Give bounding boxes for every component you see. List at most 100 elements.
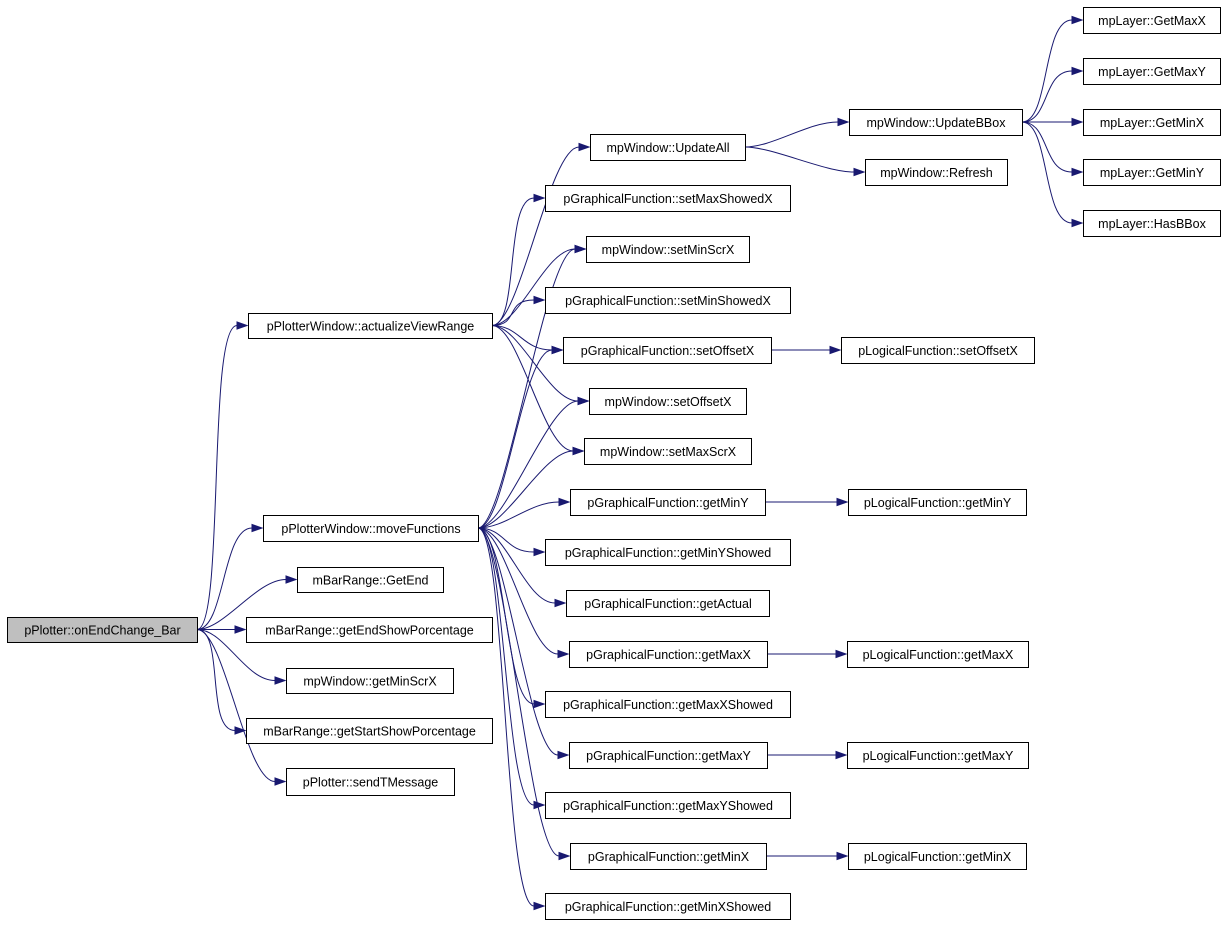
arrowhead-icon bbox=[551, 345, 564, 355]
node-box bbox=[570, 843, 767, 870]
node-label: pPlotter::onEndChange_Bar bbox=[24, 624, 180, 638]
edge-mp-window-update-bbox--mp-layer-get-max-y bbox=[1021, 66, 1084, 123]
node-p-graphical-function-get-max-x[interactable]: pGraphicalFunction::getMaxX bbox=[569, 641, 768, 668]
node-box bbox=[586, 236, 750, 263]
node-p-graphical-function-set-max-showed-x[interactable]: pGraphicalFunction::setMaxShowedX bbox=[545, 185, 791, 212]
node-p-graphical-function-get-actual[interactable]: pGraphicalFunction::getActual bbox=[566, 590, 770, 617]
node-mp-window-set-min-scr-x[interactable]: mpWindow::setMinScrX bbox=[586, 236, 750, 263]
node-p-logical-function-get-max-y[interactable]: pLogicalFunction::getMaxY bbox=[847, 742, 1029, 769]
node-box bbox=[7, 617, 198, 643]
node-p-graphical-function-get-min-y[interactable]: pGraphicalFunction::getMinY bbox=[570, 489, 766, 516]
node-mp-layer-get-min-y[interactable]: mpLayer::GetMinY bbox=[1083, 159, 1221, 186]
edge-p-plotter-window-actualize-view-range--p-graphical-function-set-min-showed-x bbox=[491, 295, 546, 326]
node-box bbox=[589, 388, 747, 415]
edge-line bbox=[1021, 121, 1073, 173]
arrowhead-icon bbox=[274, 676, 287, 685]
arrowhead-icon bbox=[557, 649, 570, 659]
edge-p-plotter-on-end-change-bar--m-bar-range-get-start-show-porcentage bbox=[196, 629, 247, 735]
node-label: pPlotter::sendTMessage bbox=[303, 776, 439, 790]
node-mp-layer-get-max-x[interactable]: mpLayer::GetMaxX bbox=[1083, 7, 1221, 34]
node-p-plotter-window-move-functions[interactable]: pPlotterWindow::moveFunctions bbox=[263, 515, 479, 542]
arrowhead-icon bbox=[234, 726, 247, 735]
node-m-bar-range-get-end[interactable]: mBarRange::GetEnd bbox=[297, 567, 444, 593]
arrowhead-icon bbox=[558, 497, 571, 507]
node-p-plotter-window-actualize-view-range[interactable]: pPlotterWindow::actualizeViewRange bbox=[248, 313, 493, 339]
edge-mp-window-update-bbox--mp-layer-get-min-x bbox=[1022, 117, 1084, 127]
node-mp-window-get-min-scr-x[interactable]: mpWindow::getMinScrX bbox=[286, 668, 454, 694]
node-p-logical-function-get-max-x[interactable]: pLogicalFunction::getMaxX bbox=[847, 641, 1029, 668]
edge-p-plotter-window-move-functions--mp-window-set-min-scr-x bbox=[477, 244, 587, 529]
arrowhead-icon bbox=[574, 244, 587, 254]
node-label: pLogicalFunction::getMinY bbox=[864, 496, 1012, 510]
node-p-graphical-function-set-offset-x[interactable]: pGraphicalFunction::setOffsetX bbox=[563, 337, 772, 364]
node-p-logical-function-get-min-x[interactable]: pLogicalFunction::getMinX bbox=[848, 843, 1027, 870]
node-box bbox=[847, 641, 1029, 668]
edge-p-plotter-on-end-change-bar--p-plotter-window-move-functions bbox=[196, 523, 264, 630]
node-box bbox=[545, 691, 791, 718]
node-box bbox=[1083, 58, 1221, 85]
node-box bbox=[246, 617, 493, 643]
node-p-graphical-function-get-min-yshowed[interactable]: pGraphicalFunction::getMinYShowed bbox=[545, 539, 791, 566]
node-p-graphical-function-get-max-xshowed[interactable]: pGraphicalFunction::getMaxXShowed bbox=[545, 691, 791, 718]
arrowhead-icon bbox=[837, 117, 850, 127]
edge-line bbox=[491, 197, 535, 326]
edge-p-graphical-function-set-offset-x--p-logical-function-set-offset-x bbox=[771, 345, 842, 355]
arrowhead-icon bbox=[578, 142, 591, 152]
node-label: mpLayer::GetMaxX bbox=[1098, 14, 1206, 28]
node-label: mpWindow::setMinScrX bbox=[602, 243, 735, 257]
node-label: mpWindow::UpdateAll bbox=[607, 141, 730, 155]
edge-p-plotter-on-end-change-bar--m-bar-range-get-end bbox=[196, 575, 298, 630]
node-label: mpWindow::UpdateBBox bbox=[867, 116, 1007, 130]
node-label: mpLayer::GetMinY bbox=[1100, 166, 1205, 180]
edge-line bbox=[477, 400, 579, 529]
node-label: mpLayer::GetMinX bbox=[1100, 116, 1205, 130]
node-p-graphical-function-set-min-showed-x[interactable]: pGraphicalFunction::setMinShowedX bbox=[545, 287, 791, 314]
node-p-graphical-function-get-min-x[interactable]: pGraphicalFunction::getMinX bbox=[570, 843, 767, 870]
node-mp-layer-get-min-x[interactable]: mpLayer::GetMinX bbox=[1083, 109, 1221, 136]
arrowhead-icon bbox=[533, 547, 546, 557]
edge-p-plotter-window-move-functions--p-graphical-function-set-offset-x bbox=[477, 345, 564, 529]
node-p-graphical-function-get-min-xshowed[interactable]: pGraphicalFunction::getMinXShowed bbox=[545, 893, 791, 920]
node-box bbox=[1083, 7, 1221, 34]
node-mp-window-refresh[interactable]: mpWindow::Refresh bbox=[865, 159, 1008, 186]
node-label: pGraphicalFunction::getMaxY bbox=[586, 749, 751, 763]
node-p-logical-function-set-offset-x[interactable]: pLogicalFunction::setOffsetX bbox=[841, 337, 1035, 364]
node-label: mpLayer::HasBBox bbox=[1098, 217, 1206, 231]
node-mp-window-update-bbox[interactable]: mpWindow::UpdateBBox bbox=[849, 109, 1023, 136]
node-p-plotter-send-tmessage[interactable]: pPlotter::sendTMessage bbox=[286, 768, 455, 796]
node-mp-layer-has-bbox[interactable]: mpLayer::HasBBox bbox=[1083, 210, 1221, 237]
edge-line bbox=[491, 325, 579, 402]
edge-mp-window-update-bbox--mp-layer-has-bbox bbox=[1021, 121, 1084, 228]
edge-line bbox=[477, 527, 560, 857]
root-node-p-plotter-on-end-change-bar[interactable]: pPlotter::onEndChange_Bar bbox=[7, 617, 198, 643]
node-mp-layer-get-max-y[interactable]: mpLayer::GetMaxY bbox=[1083, 58, 1221, 85]
node-m-bar-range-get-end-show-porcentage[interactable]: mBarRange::getEndShowPorcentage bbox=[246, 617, 493, 643]
edge-p-plotter-window-move-functions--p-graphical-function-get-max-yshowed bbox=[477, 527, 546, 810]
node-label: pLogicalFunction::getMaxY bbox=[863, 749, 1014, 763]
node-label: pGraphicalFunction::getActual bbox=[584, 597, 751, 611]
node-box bbox=[865, 159, 1008, 186]
node-box bbox=[297, 567, 444, 593]
edge-line bbox=[196, 629, 236, 731]
edge-line bbox=[477, 450, 574, 529]
arrowhead-icon bbox=[558, 851, 571, 861]
edge-line bbox=[1021, 19, 1073, 123]
node-box bbox=[590, 134, 746, 161]
arrowhead-icon bbox=[274, 777, 287, 786]
node-mp-window-set-max-scr-x[interactable]: mpWindow::setMaxScrX bbox=[584, 438, 752, 465]
edge-line bbox=[196, 325, 238, 630]
node-p-graphical-function-get-max-y[interactable]: pGraphicalFunction::getMaxY bbox=[569, 742, 768, 769]
edge-line bbox=[196, 527, 253, 630]
edge-line bbox=[477, 527, 559, 655]
node-p-logical-function-get-min-y[interactable]: pLogicalFunction::getMinY bbox=[848, 489, 1027, 516]
node-mp-window-set-offset-x[interactable]: mpWindow::setOffsetX bbox=[589, 388, 747, 415]
arrowhead-icon bbox=[533, 901, 546, 911]
node-p-graphical-function-get-max-yshowed[interactable]: pGraphicalFunction::getMaxYShowed bbox=[545, 792, 791, 819]
node-m-bar-range-get-start-show-porcentage[interactable]: mBarRange::getStartShowPorcentage bbox=[246, 718, 493, 744]
edge-p-plotter-on-end-change-bar--m-bar-range-get-end-show-porcentage bbox=[196, 625, 247, 634]
node-box bbox=[1083, 159, 1221, 186]
node-label: mpLayer::GetMaxY bbox=[1098, 65, 1206, 79]
node-label: mpWindow::setMaxScrX bbox=[600, 445, 737, 459]
node-mp-window-update-all[interactable]: mpWindow::UpdateAll bbox=[590, 134, 746, 161]
